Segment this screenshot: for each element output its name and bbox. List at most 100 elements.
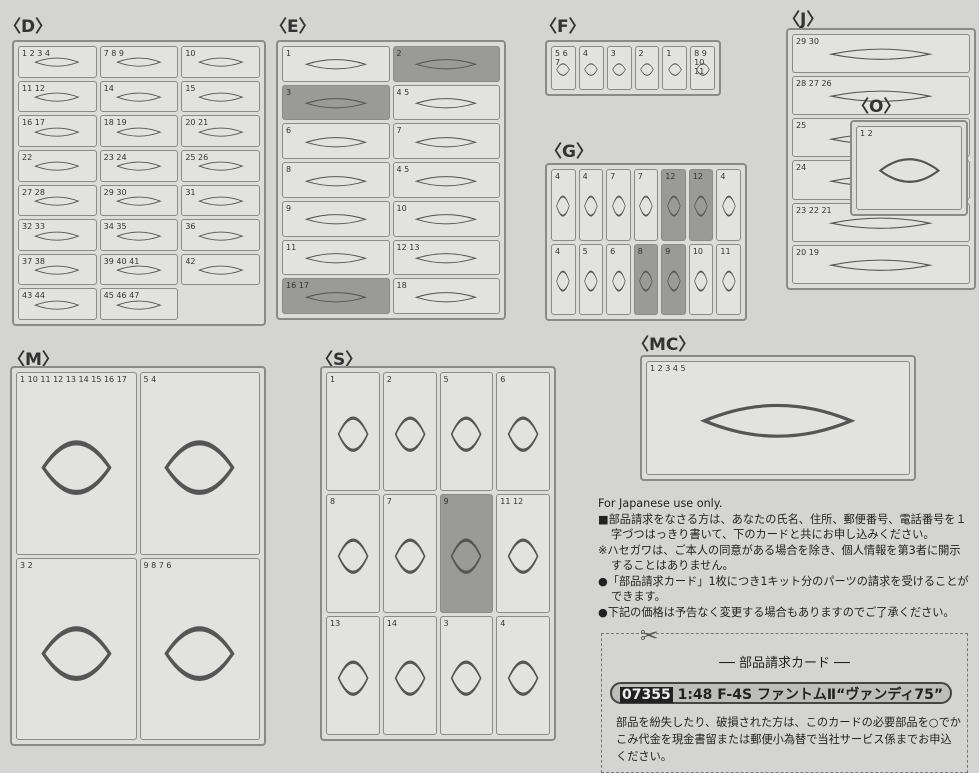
- part-outline-icon: [451, 660, 482, 697]
- part-number: 9: [665, 246, 671, 256]
- part-outline-icon: [337, 538, 369, 575]
- part-number: 6: [500, 375, 506, 384]
- part-number: 24: [796, 163, 807, 173]
- sprue-label: 〈J〉: [783, 10, 824, 30]
- part-number: 23 22 21: [796, 205, 832, 215]
- kit-title-bar: 07355 1:48 F-4S ファントムⅡ“ヴァンディ75”: [610, 682, 952, 704]
- part-cell: 11 12: [18, 80, 97, 113]
- part-number: 8 9 10 11: [694, 49, 707, 76]
- part-outline-icon: [164, 626, 235, 681]
- part-number: 5 4: [143, 375, 157, 384]
- part-outline-icon: [34, 92, 81, 102]
- part-number: 10: [396, 203, 407, 213]
- part-number: 12 13: [396, 242, 420, 252]
- part-outline-icon: [414, 291, 478, 303]
- sprue-label: 〈G〉: [545, 142, 593, 162]
- part-outline-icon: [197, 127, 244, 137]
- part-number: 12: [692, 172, 704, 181]
- part-cell: 11: [282, 239, 390, 276]
- part-outline-icon: [394, 660, 425, 697]
- sprue-label: 〈M〉: [8, 350, 59, 370]
- part-number: 39 40 41: [103, 256, 140, 266]
- part-cell: 1 2 3 4 5: [646, 361, 910, 475]
- part-outline-icon: [556, 62, 571, 76]
- part-number: 3: [443, 619, 449, 628]
- part-outline-icon: [611, 195, 626, 217]
- notice-item: ■部品請求をなさる方は、あなたの氏名、住所、郵便番号、電話番号を１字づつはっきり…: [598, 512, 967, 542]
- kit-scale: 1:48: [677, 687, 713, 703]
- part-cell: 29 30: [99, 184, 179, 217]
- part-outline-icon: [667, 62, 682, 76]
- part-outline-icon: [34, 127, 81, 137]
- part-cell: 39 40 41: [99, 253, 179, 286]
- part-number: 9 8 7 6: [143, 560, 172, 570]
- part-outline-icon: [414, 98, 478, 109]
- part-outline-icon: [41, 626, 112, 681]
- part-cell: 1: [326, 372, 380, 491]
- part-cell: 37 38: [18, 253, 97, 286]
- part-cell: 6: [282, 123, 390, 160]
- part-cell: 10: [181, 46, 260, 78]
- part-cell: 6: [496, 372, 550, 491]
- part-outline-icon: [116, 161, 162, 171]
- part-outline-icon: [828, 48, 934, 61]
- part-outline-icon: [116, 92, 162, 102]
- part-outline-icon: [556, 195, 570, 217]
- notice-item: ●下記の価格は予告なく変更する場合もありますのでご了承ください。: [598, 605, 955, 619]
- part-outline-icon: [116, 231, 162, 241]
- part-number: 5: [582, 246, 588, 256]
- part-number: 45 46 47: [103, 291, 140, 301]
- part-cell: 8 9 10 11: [690, 46, 715, 90]
- part-outline-icon: [116, 58, 162, 68]
- part-cell: 4: [551, 243, 576, 315]
- part-outline-icon: [451, 538, 482, 575]
- part-number: 20 19: [796, 247, 819, 257]
- part-outline-icon: [507, 660, 539, 697]
- part-number: 18 19: [103, 118, 127, 128]
- part-outline-icon: [34, 231, 81, 241]
- part-outline-icon: [507, 416, 539, 453]
- part-outline-icon: [34, 265, 81, 275]
- part-number: 4 5: [396, 87, 410, 97]
- part-cell: 12 13: [392, 239, 500, 276]
- part-outline-icon: [197, 265, 244, 275]
- part-number: 20 21: [185, 118, 209, 128]
- part-outline-icon: [640, 62, 654, 76]
- part-number: 37 38: [22, 256, 45, 266]
- part-number: 36: [185, 222, 196, 232]
- part-outline-icon: [116, 196, 162, 206]
- part-cell: 16 17: [282, 278, 390, 314]
- part-cell: 2: [382, 372, 437, 491]
- part-number: 3 2: [20, 560, 33, 570]
- part-outline-icon: [584, 270, 598, 292]
- part-outline-icon: [828, 91, 934, 103]
- part-number: 11: [286, 242, 297, 252]
- part-cell: 1: [662, 46, 688, 90]
- part-cell: 8: [326, 494, 380, 613]
- part-outline-icon: [694, 270, 708, 292]
- part-cell: 27 28: [18, 184, 97, 217]
- part-cell: 20 19: [792, 244, 970, 284]
- part-cell: 23 24: [99, 149, 179, 182]
- kit-code: 07355: [620, 687, 673, 703]
- notice-english: For Japanese use only.: [598, 497, 723, 510]
- part-outline-icon: [337, 660, 369, 697]
- part-outline-icon: [164, 440, 235, 495]
- part-outline-icon: [666, 195, 681, 217]
- part-outline-icon: [197, 196, 244, 206]
- part-outline-icon: [197, 58, 244, 68]
- part-cell: 3 2: [16, 557, 137, 740]
- parts-request-notice: For Japanese use only. ■部品請求をなさる方は、あなたの氏…: [598, 496, 970, 620]
- part-number: 1: [666, 49, 672, 58]
- part-cell: 8: [282, 162, 390, 198]
- part-outline-icon: [414, 136, 478, 148]
- part-outline-icon: [304, 59, 368, 70]
- notice-item: ●「部品請求カード」1枚につき1キット分のパーツの請求を受けることができます。: [598, 574, 969, 604]
- part-cell: 18 19: [99, 115, 179, 147]
- part-outline-icon: [34, 196, 81, 206]
- part-number: 28 27 26: [796, 79, 832, 89]
- part-outline-icon: [197, 231, 244, 241]
- part-outline-icon: [611, 270, 626, 292]
- part-cell: 13: [326, 616, 380, 735]
- sprue-label: 〈E〉: [270, 17, 316, 37]
